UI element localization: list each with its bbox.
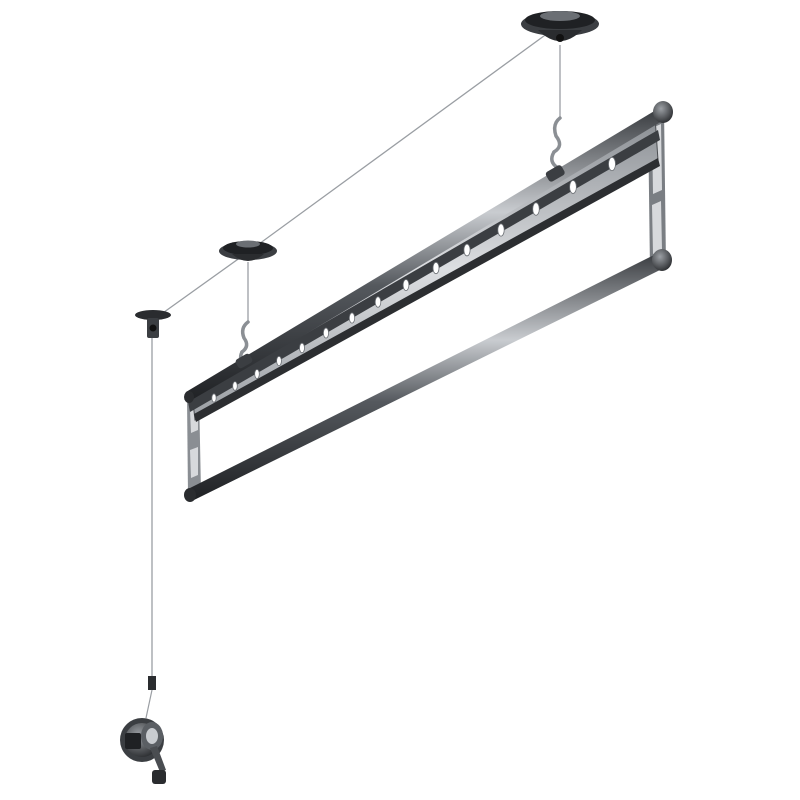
- hand-crank: [120, 676, 166, 784]
- upper-rail: [184, 101, 673, 422]
- pulley-cables: [151, 32, 561, 690]
- hook-sleeves: [235, 165, 565, 369]
- ceiling-mount-left: [219, 240, 277, 261]
- lower-rail: [184, 249, 672, 502]
- upper-rail-perforations: [211, 156, 616, 403]
- rack-hook-right: [550, 116, 562, 170]
- ceiling-guide-mount: [135, 310, 171, 338]
- ceiling-mount-right: [521, 11, 599, 42]
